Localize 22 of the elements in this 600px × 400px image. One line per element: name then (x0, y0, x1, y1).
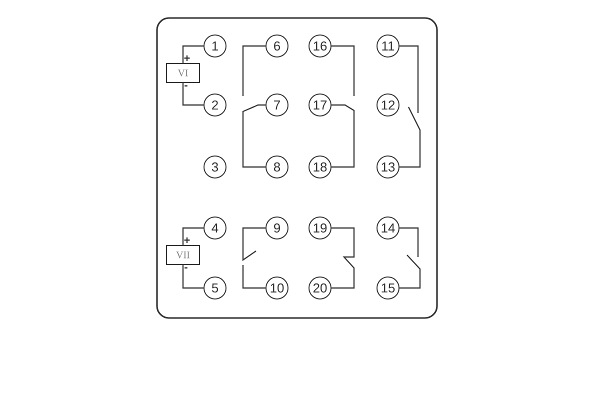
contact-line (400, 106, 421, 168)
contact-line (182, 83, 204, 106)
contact-line (242, 104, 266, 168)
contact-line (242, 45, 266, 96)
polarity-sign: - (184, 85, 188, 87)
contact-line (332, 45, 355, 96)
contact-line (182, 265, 204, 289)
contact-line (332, 104, 355, 168)
contact-line (400, 227, 419, 257)
contact-line (400, 45, 419, 113)
contact-line (182, 45, 204, 63)
terminal-frame (156, 17, 438, 319)
contact-line (242, 265, 266, 289)
polarity-sign: + (184, 237, 190, 243)
contact-line (182, 227, 204, 245)
polarity-sign: + (184, 55, 190, 61)
contact-line (242, 227, 266, 262)
contact-line (332, 227, 355, 289)
coil-box: VI (166, 63, 200, 83)
polarity-sign: - (184, 267, 188, 269)
coil-box: VII (166, 245, 200, 265)
contact-line (400, 254, 421, 289)
